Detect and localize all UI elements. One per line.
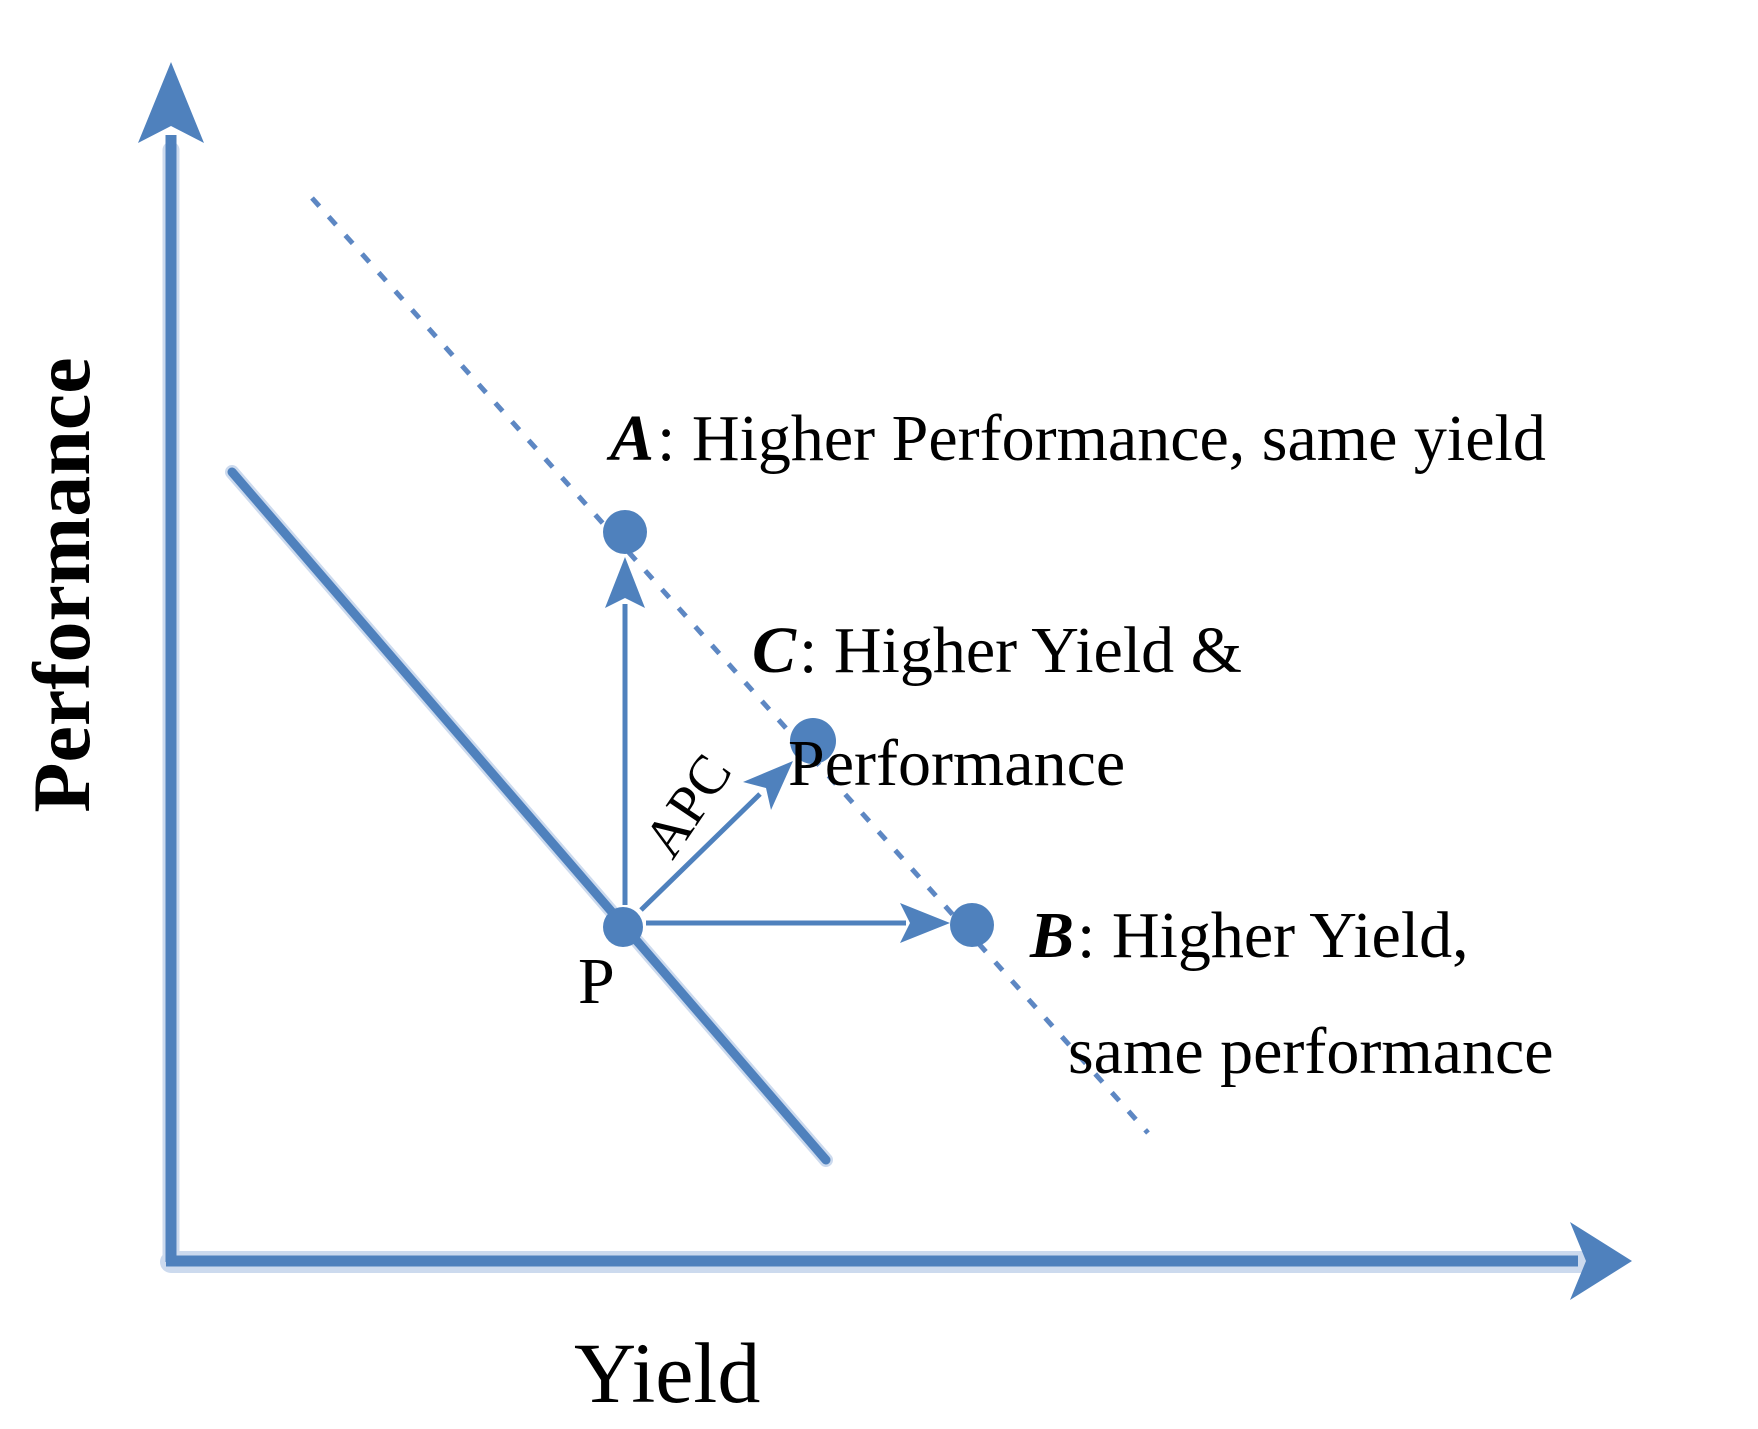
callout-a-letter: A [610,402,655,475]
callout-b-line1: B: Higher Yield, [1030,903,1469,969]
point-p-label: P [578,945,615,1018]
callout-b-text: : Higher Yield, [1077,899,1469,972]
solid-tradeoff-line [227,467,831,1165]
point-a [603,510,647,554]
callout-c-line1: C: Higher Yield & [752,618,1242,684]
callout-c-line2: Performance [788,727,1126,800]
y-axis-label: Performance [16,357,107,813]
point-c [790,718,836,764]
callout-a: A: Higher Performance, same yield [610,406,1546,472]
dashed-tradeoff-line [310,196,1150,1135]
arrowhead-p-to-a [605,557,645,608]
callout-b-letter: B [1030,899,1075,972]
arrowhead-p-to-c [743,761,793,810]
callout-c-letter: C [752,614,797,687]
callout-b-line2: same performance [1068,1015,1554,1088]
y-axis-arrowhead [138,62,204,143]
point-p [603,907,643,947]
arrowhead-p-to-b [900,903,950,943]
callout-a-text: : Higher Performance, same yield [657,402,1546,475]
point-b [950,903,994,947]
x-axis-arrowhead [1570,1222,1632,1300]
callout-c-text: : Higher Yield & [799,614,1243,687]
x-axis-label: Yield [574,1325,761,1421]
arrow-p-to-c [639,792,762,912]
